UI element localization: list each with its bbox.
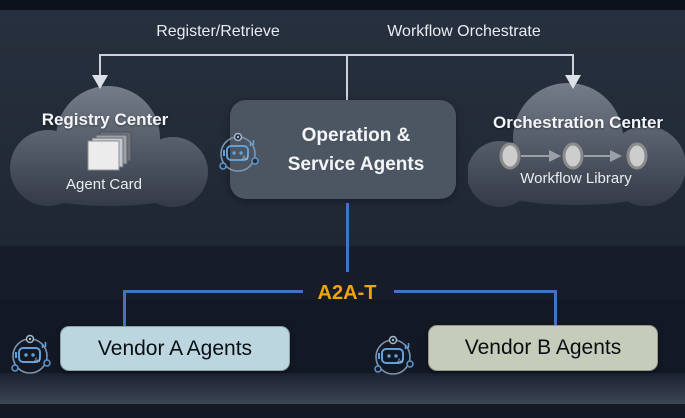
operation-box-line1: Operation & (301, 124, 411, 146)
orchestration-center-title: Orchestration Center (492, 113, 664, 132)
bottom-glow-band (0, 373, 685, 404)
ai-robot-icon: AI (219, 132, 259, 172)
ai-robot-icon: AI (374, 335, 414, 375)
vendor-b-agents-box: Vendor B Agents (428, 325, 658, 371)
agent-card-stack-icon (87, 131, 132, 171)
svg-text:AI: AI (34, 357, 40, 364)
register-retrieve-label: Register/Retrieve (156, 23, 280, 40)
arrow-down-icon (92, 75, 108, 89)
ai-robot-icon: AI (11, 334, 51, 374)
operation-box-line2: Service Agents (287, 153, 425, 175)
svg-text:AI: AI (242, 155, 248, 162)
workflow-library-caption: Workflow Library (520, 170, 632, 187)
svg-text:AI: AI (397, 358, 403, 365)
blue-left-vertical (123, 290, 126, 326)
vendor-a-agents-box: Vendor A Agents (60, 326, 290, 371)
middle-band-background (0, 246, 685, 300)
bottom-dark-bar (0, 404, 685, 418)
left-arrow-shaft (99, 54, 101, 76)
a2a-t-protocol-label: A2A-T (317, 282, 377, 304)
top-connector-horizontal-line (100, 54, 574, 56)
right-arrow-shaft (572, 54, 574, 76)
agent-card-caption: Agent Card (66, 176, 142, 193)
top-dark-bar (0, 0, 685, 10)
registry-cloud (10, 86, 208, 207)
blue-center-stub (346, 203, 349, 272)
vendor-b-label: Vendor B Agents (464, 336, 622, 359)
vendor-a-label: Vendor A Agents (97, 336, 253, 360)
workflow-orchestrate-label: Workflow Orchestrate (387, 23, 541, 40)
blue-left-horizontal (123, 290, 303, 293)
orchestration-cloud (468, 83, 685, 207)
workflow-pipeline-icon (499, 142, 648, 170)
blue-right-horizontal (394, 290, 557, 293)
center-connector-stub (346, 54, 348, 100)
blue-right-vertical (554, 290, 557, 325)
registry-center-title: Registry Center (41, 110, 169, 129)
operation-service-agents-box: Operation & Service Agents (230, 100, 456, 199)
arrow-down-icon (565, 75, 581, 89)
